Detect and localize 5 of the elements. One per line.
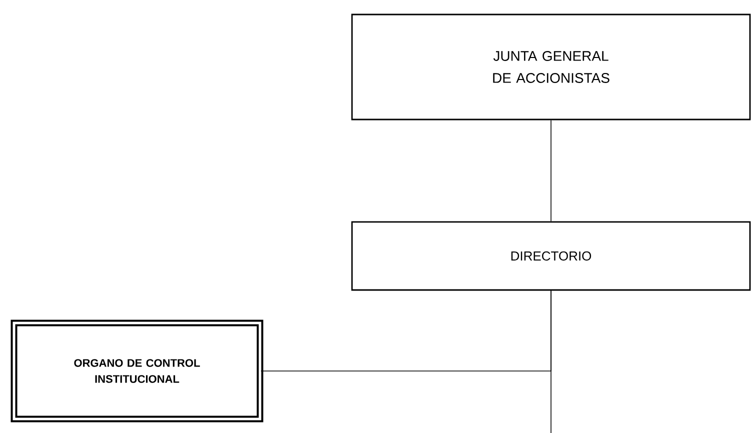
org-box: DIRECTORIO [351, 221, 751, 291]
org-box: ORGANO DE CONTROL INSTITUCIONAL [10, 320, 264, 422]
connector-line [550, 120, 552, 222]
org-box: JUNTA GENERAL DE ACCIONISTAS [351, 14, 751, 120]
connector-line [550, 290, 552, 433]
